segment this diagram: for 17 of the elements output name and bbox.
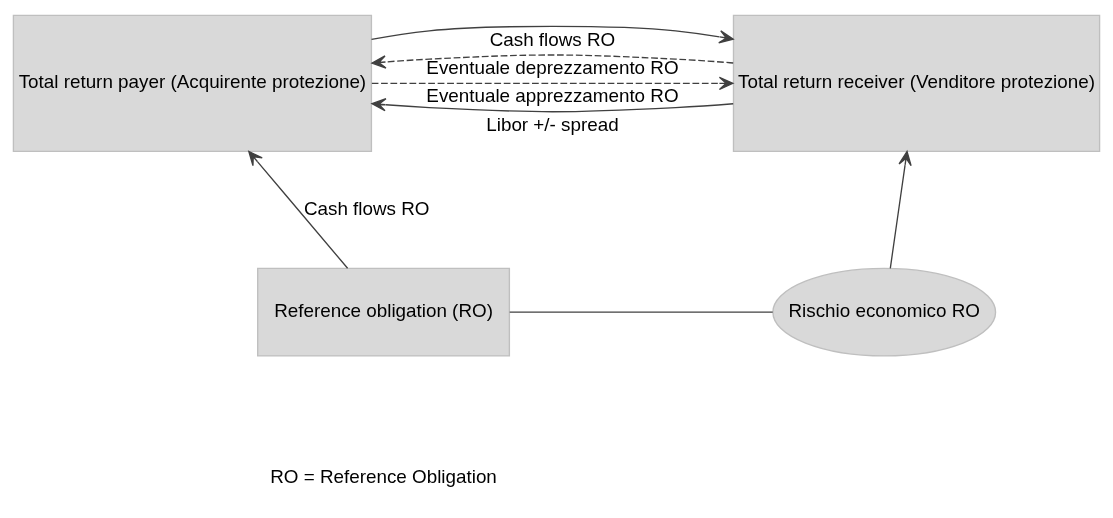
label: RO = Reference Obligation (270, 466, 497, 488)
edge-label: Cash flows RO (489, 28, 616, 50)
arrow (370, 25, 734, 44)
edge-label: Eventuale apprezzamento RO (426, 85, 679, 107)
arrow (248, 150, 349, 269)
node-box: Reference obligation (RO) (257, 267, 511, 357)
edge-label: Libor +/- spread (486, 113, 619, 135)
arrow (371, 54, 734, 69)
node-box: Total return receiver (Venditore protezione) (732, 14, 1101, 152)
node-box: Total return payer (Acquirente protezione) (12, 14, 373, 152)
arrow (371, 76, 734, 91)
edge-label: Eventuale deprezzamento RO (426, 57, 679, 79)
edge-label: Cash flows RO (303, 197, 430, 219)
connector (509, 311, 774, 313)
arrow (371, 98, 734, 113)
arrow (889, 150, 912, 269)
node-ellipse: Rischio economico RO (772, 267, 997, 357)
